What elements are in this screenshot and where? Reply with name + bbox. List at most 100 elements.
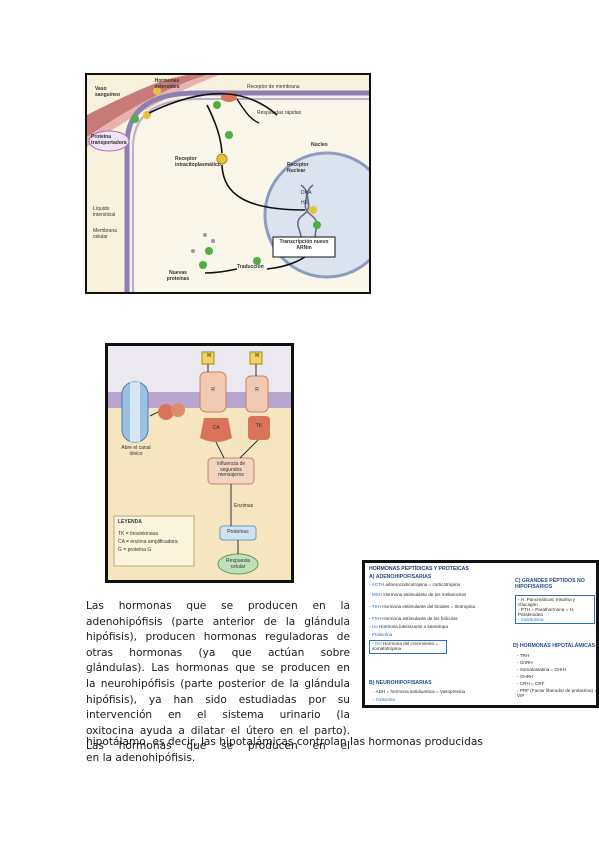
label-respuesta: Respuesta celular <box>226 558 250 570</box>
label-r2: R <box>255 387 259 393</box>
arrow <box>149 411 159 417</box>
paragraph-line: otras hormonas (ya que actúan sobre <box>86 646 350 659</box>
receptor-mechanisms-diagram <box>108 346 291 580</box>
label-receptor-nuclear: Receptor Nuclear <box>287 162 309 174</box>
label-he: HE <box>301 200 308 206</box>
receptor-1 <box>199 371 227 413</box>
g-protein <box>158 404 174 420</box>
ion-channel-pore <box>130 382 140 442</box>
legend-title: LEYENDA <box>118 519 142 525</box>
blood-vessel-wall <box>87 75 207 137</box>
fig3-title: HORMONAS PEPTÍDICAS Y PROTEICAS <box>369 566 469 572</box>
list-item: - LH Hormona luteinizante o luteotropa <box>369 624 448 629</box>
section-a-heading: A) ADENOHIPOFISARIAS <box>369 574 432 580</box>
legend-item: G = proteína G <box>118 547 152 553</box>
label-transcripcion: Transcripción nuevo ARNm <box>279 239 329 251</box>
section-d-heading: D) HORMONAS HIPOTALÁMICAS <box>513 643 596 649</box>
pathway-arrows <box>149 364 259 554</box>
paragraph-line: Las hormonas que se producen en el <box>86 740 350 753</box>
cell-membrane-inner <box>132 98 369 292</box>
pathway-arrow <box>206 104 223 154</box>
paragraph-line: en la adenohipófisis. <box>86 751 196 764</box>
paragraph-line: hipotálamo, es decir, las hipotalámicas … <box>86 736 483 748</box>
list-item: - ACTH adrenocorticotropina = corticotro… <box>369 582 461 587</box>
label-proteina: Proteína transportadora <box>91 134 127 146</box>
paragraph-line: la neurohipófisis (parte posterior de la… <box>86 677 350 690</box>
step-2-marker <box>225 131 233 139</box>
section-d-list: - TRH - GnRH - Somatostatina = GHIH - GH… <box>517 653 596 698</box>
legend-item: TK = tirosinkinasa <box>118 531 158 537</box>
list-item: - TSH Hormona estimulante del tiroides =… <box>369 604 476 609</box>
label-r1: R <box>211 387 215 393</box>
tyrosine-kinase <box>248 416 270 440</box>
paragraph-line: oxitocina ayuda a dilatar el útero en el… <box>86 724 350 737</box>
transport-protein-bubble <box>88 130 130 152</box>
label-membrana: Membrana celular <box>93 228 117 240</box>
ribosome <box>211 239 215 243</box>
paragraph-line: glándulas). Las hormonas que se producen… <box>86 662 350 675</box>
legend-item: CA = enzima amplificadora <box>118 539 178 545</box>
steroid-hormone-diagram <box>87 75 369 292</box>
body-paragraph-continuation: hipotálamo, es decir, las hipotalámicas … <box>86 735 526 766</box>
label-h2: H <box>255 353 259 359</box>
g-protein <box>171 403 185 417</box>
pathway-arrow <box>221 164 306 211</box>
label-traduccion: Traducción <box>237 264 264 270</box>
paragraph-line: Las hormonas que se producen en la <box>86 600 350 612</box>
step-3-marker <box>213 101 221 109</box>
amplifier-enzyme <box>200 418 232 442</box>
label-liquido: Líquido intersticial <box>93 206 116 218</box>
paragraph-line: hipófisis), producen hormonas reguladora… <box>86 631 350 644</box>
arrow <box>239 439 259 459</box>
list-item: - GHRH <box>517 674 534 679</box>
label-ca: CA <box>212 425 220 431</box>
legend-box <box>113 515 195 567</box>
hormone-molecule <box>216 153 228 165</box>
step-3b-marker <box>313 221 321 229</box>
hormone-molecule <box>309 206 317 214</box>
label-h1: H <box>207 353 211 359</box>
list-item: - Somatostatina = GHIH <box>517 667 566 672</box>
list-item: - Calcitonina <box>518 617 544 622</box>
list-item: - Prolactina <box>369 632 393 637</box>
ribosome <box>191 249 195 253</box>
list-item: - CRH = CRF <box>517 681 545 686</box>
label-adn: DNA <box>301 190 312 196</box>
list-item: - TRH <box>517 653 530 658</box>
hormone-molecule <box>153 87 161 95</box>
label-segundos: Influencia de segundos mensajeros <box>216 461 246 478</box>
section-a-list: - ACTH adrenocorticotropina = corticotro… <box>369 582 497 654</box>
receptor-2 <box>245 375 269 413</box>
label-nucleo: Núcleo <box>311 142 328 148</box>
list-item: - H. Pancreáticas: Insulina y Glucagón <box>518 597 576 607</box>
step-5-marker <box>205 247 213 255</box>
pathway-arrow <box>204 268 238 274</box>
step-markers <box>131 101 321 269</box>
steroid-hormone-figure: Vaso sanguíneo Hormonas esteroides Recep… <box>85 73 371 294</box>
paragraph-line: adenohipófisis (parte anterior de la glá… <box>86 615 350 628</box>
list-item: - PTH = Parathormona = H. Paratiroidea <box>518 607 575 617</box>
step-1-marker <box>131 115 139 123</box>
ribosome <box>203 233 207 237</box>
transcription-box <box>272 236 336 258</box>
pathway-arrow <box>148 92 278 116</box>
pathway-arrow <box>236 98 260 124</box>
list-item: - FSH Hormona estimulante de los folícul… <box>369 616 458 621</box>
section-c-box: - H. Pancreáticas: Insulina y Glucagón -… <box>515 595 595 624</box>
label-tk: TK <box>255 423 263 429</box>
body-paragraph: Las hormonas que se producen en la adeno… <box>86 599 350 755</box>
label-proteinas: Proteínas <box>227 529 249 535</box>
step-6-marker <box>199 261 207 269</box>
receptor-mechanisms-figure: H H R R CA TK Abre el canal iónico Influ… <box>105 343 294 583</box>
label-nuevas: Nuevas proteínas <box>166 270 190 282</box>
label-vaso: Vaso sanguíneo <box>95 86 121 98</box>
label-receptor-citoplasmatico: Receptor intracitoplasmático <box>175 156 221 168</box>
label-hormonas: Hormonas esteroides <box>154 78 180 90</box>
paragraph-line: hipófisis), ya han sido estudiadas por s… <box>86 693 350 706</box>
label-enzimas: Enzimas <box>234 503 254 509</box>
section-c-heading: C) GRANDES PÉPTIDOS NO HIPOFISARIOS <box>515 578 585 590</box>
section-b-heading: B) NEUROHIPOFISARIAS <box>369 680 432 686</box>
label-receptor-membrana: Receptor de membrana <box>247 84 300 90</box>
list-item-boxed: - GH Hormona del crecimiento = somatotro… <box>369 640 447 654</box>
paragraph-line: intervención en el sistema urinario (la <box>86 709 350 722</box>
